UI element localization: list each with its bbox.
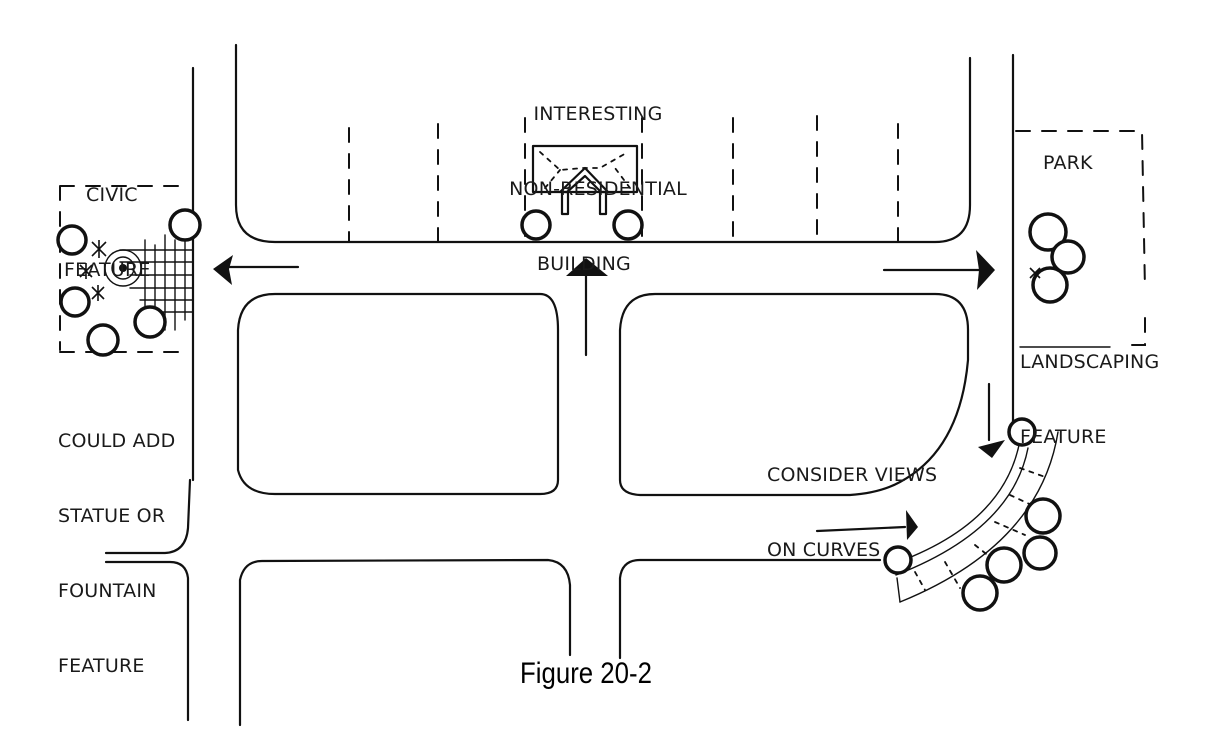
south-west-block [238, 558, 572, 727]
building-tree-right [612, 209, 644, 241]
curve-crosswalk-lines [914, 467, 1049, 591]
plaza-trees [56, 208, 202, 357]
view-arrow-south-curve [978, 382, 1005, 458]
park-area [1015, 130, 1146, 348]
lot-lines [348, 115, 899, 243]
curve-street-trees [883, 417, 1062, 612]
plaza-shrub-stars [79, 240, 107, 301]
north-block-outline [234, 43, 972, 244]
curves-label-line: ON CURVES [767, 539, 881, 561]
middle-west-block [236, 292, 560, 496]
curve-end-line [896, 577, 901, 603]
left-road-west-corner [104, 478, 192, 555]
civic-label-line: FEATURE [64, 259, 151, 281]
building-label-line: INTERESTING [533, 103, 663, 125]
view-arrow-east-curve [815, 510, 918, 540]
consider-views-label: CONSIDER VIEWS ON CURVES [767, 413, 937, 588]
curves-label-line: CONSIDER VIEWS [767, 464, 938, 486]
curve-walk-line [895, 447, 1029, 576]
building-label: INTERESTING NON-RESIDENTIAL BUILDING [488, 52, 708, 302]
park-label: PARK [1043, 152, 1093, 174]
curve-right-edge [899, 431, 1059, 603]
south-east-block [618, 558, 882, 660]
view-arrow-north [566, 258, 608, 357]
civic-note-line: COULD ADD [58, 430, 176, 452]
civic-label-line: CIVIC [86, 184, 138, 206]
civic-note-label: COULD ADD STATUE OR FOUNTAIN FEATURE [58, 379, 175, 704]
landscaping-feature-label: LANDSCAPING FEATURE [1020, 300, 1159, 475]
civic-note-line: FEATURE [58, 655, 145, 677]
civic-note-line: STATUE OR [58, 505, 166, 527]
fountain-mid-ring [111, 256, 135, 280]
building-tree-left [520, 209, 552, 241]
plaza-grid [119, 234, 193, 331]
landscaping-label-line: LANDSCAPING [1020, 351, 1160, 373]
park-trees [1028, 212, 1086, 304]
view-arrow-east [882, 250, 995, 290]
figure-caption: Figure 20-2 [520, 657, 652, 690]
civic-feature-plaza [56, 185, 202, 357]
view-arrow-west [213, 255, 300, 285]
civic-note-line: FOUNTAIN [58, 580, 157, 602]
left-road-west-edge-lower [104, 560, 190, 722]
curve-inner-walk [889, 439, 1021, 566]
civic-feature-label: CIVIC FEATURE [64, 133, 151, 308]
building-label-line: NON-RESIDENTIAL [509, 178, 687, 200]
street-edges [104, 43, 1059, 727]
fountain-outer-ring [104, 249, 142, 287]
middle-east-block [618, 292, 970, 497]
non-residential-building [520, 144, 644, 241]
fountain-center [119, 264, 127, 272]
landscaping-label-line: FEATURE [1020, 426, 1107, 448]
building-label-line: BUILDING [537, 253, 631, 275]
